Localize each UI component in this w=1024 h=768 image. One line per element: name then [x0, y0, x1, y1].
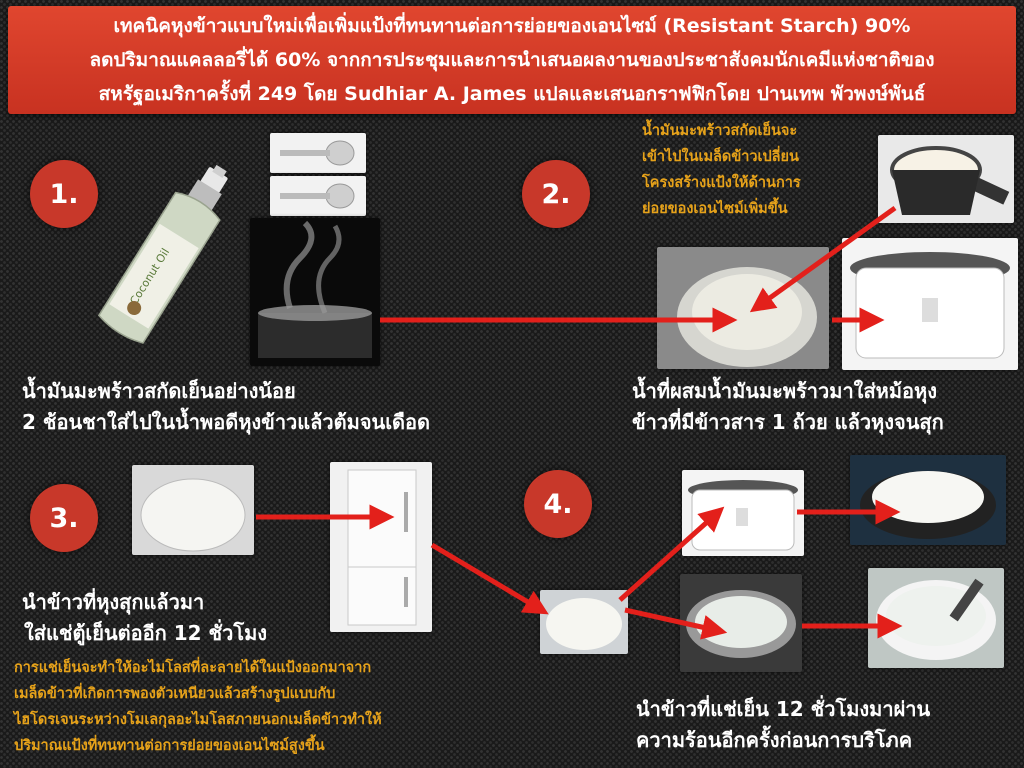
step-3-description: นำข้าวที่หุงสุกแล้วมา ใส่แช่ตู้เย็นต่ออี… — [22, 587, 267, 649]
step-3-note-line-2: เมล็ดข้าวที่เกิดการพองตัวเหนียวแล้วสร้าง… — [14, 686, 336, 702]
rice-cooker-image-2 — [682, 470, 804, 556]
reheated-rice-bowl-image — [850, 455, 1006, 545]
rice-cup-image — [878, 135, 1014, 223]
rice-cooker-image-1 — [842, 238, 1018, 370]
step-2-note-line-3: โครงสร้างแป้งให้ด้านการ — [642, 175, 801, 191]
step-1-badge: 1. — [30, 160, 98, 228]
step-2-note-line-4: ย่อยของเอนไซม์เพิ่มขึ้น — [642, 201, 788, 217]
step-2-line-2: ข้าวที่มีข้าวสาร 1 ถ้วย แล้วหุงจนสุก — [632, 410, 944, 434]
step-1-line-2: 2 ช้อนชาใส่ไปในน้ำพอดีหุงข้าวแล้วต้มจนเด… — [22, 410, 431, 434]
step-1-description: น้ำมันมะพร้าวสกัดเย็นอย่างน้อย 2 ช้อนชาใ… — [22, 376, 430, 438]
chilled-rice-bowl-image — [540, 590, 628, 654]
cooked-rice-bowl-image — [132, 465, 254, 555]
refrigerator-image — [330, 462, 432, 632]
step-2-line-1: น้ำที่ผสมน้ำมันมะพร้าวมาใส่หม้อหุง — [632, 379, 937, 403]
step-3-badge: 3. — [30, 484, 98, 552]
measuring-spoon-image-2 — [270, 176, 366, 216]
boiling-water-image — [250, 218, 380, 366]
step-2-badge: 2. — [522, 160, 590, 228]
rice-porridge-bowl-image — [868, 568, 1004, 668]
step-1-line-1: น้ำมันมะพร้าวสกัดเย็นอย่างน้อย — [22, 379, 296, 403]
step-2-description: น้ำที่ผสมน้ำมันมะพร้าวมาใส่หม้อหุง ข้าวท… — [632, 376, 944, 438]
step-3-note-line-3: ไฮโดรเจนระหว่างโมเลกุลอะไมโลสภายนอกเมล็ด… — [14, 712, 382, 728]
step-3-note: การแช่เย็นจะทำให้อะไมโลสที่ละลายได้ในแป้… — [14, 655, 382, 759]
arrow-fridge-to-bowl — [430, 542, 549, 615]
step-3-line-1: นำข้าวที่หุงสุกแล้วมา — [22, 590, 205, 614]
step-4-line-2: ความร้อนอีกครั้งก่อนการบริโภค — [636, 728, 913, 752]
measuring-spoon-image-1 — [270, 133, 366, 173]
step-2-note-line-2: เข้าไปในเมล็ดข้าวเปลี่ยน — [642, 149, 799, 165]
step-4-badge: 4. — [524, 470, 592, 538]
title-line-3: สหรัฐอเมริกาครั้งที่ 249 โดย Sudhiar A. … — [98, 83, 926, 105]
step-4-line-1: นำข้าวที่แช่เย็น 12 ชั่วโมงมาผ่าน — [636, 697, 931, 721]
step-3-line-2: ใส่แช่ตู้เย็นต่ออีก 12 ชั่วโมง — [24, 621, 268, 645]
step-3-note-line-1: การแช่เย็นจะทำให้อะไมโลสที่ละลายได้ในแป้… — [14, 660, 372, 676]
step-3-note-line-4: ปริมาณแป้งที่ทนทานต่อการย่อยของเอนไซม์สู… — [14, 738, 325, 754]
step-4-description: นำข้าวที่แช่เย็น 12 ชั่วโมงมาผ่าน ความร้… — [636, 694, 930, 756]
step-2-note-line-1: น้ำมันมะพร้าวสกัดเย็นจะ — [642, 123, 798, 139]
coconut-oil-bottle-image: Coconut Oil — [82, 155, 262, 355]
step-2-note: น้ำมันมะพร้าวสกัดเย็นจะ เข้าไปในเมล็ดข้า… — [642, 118, 801, 222]
title-line-2: ลดปริมาณแคลลอรี่ได้ 60% จากการประชุมและก… — [89, 49, 935, 71]
title-line-1: เทคนิคหุงข้าวแบบใหม่เพื่อเพิ่มแป้งที่ทนท… — [113, 15, 911, 37]
rice-porridge-pot-image — [680, 574, 802, 672]
rice-cooker-pot-water-image — [657, 247, 829, 369]
title-banner: เทคนิคหุงข้าวแบบใหม่เพื่อเพิ่มแป้งที่ทนท… — [8, 6, 1016, 114]
